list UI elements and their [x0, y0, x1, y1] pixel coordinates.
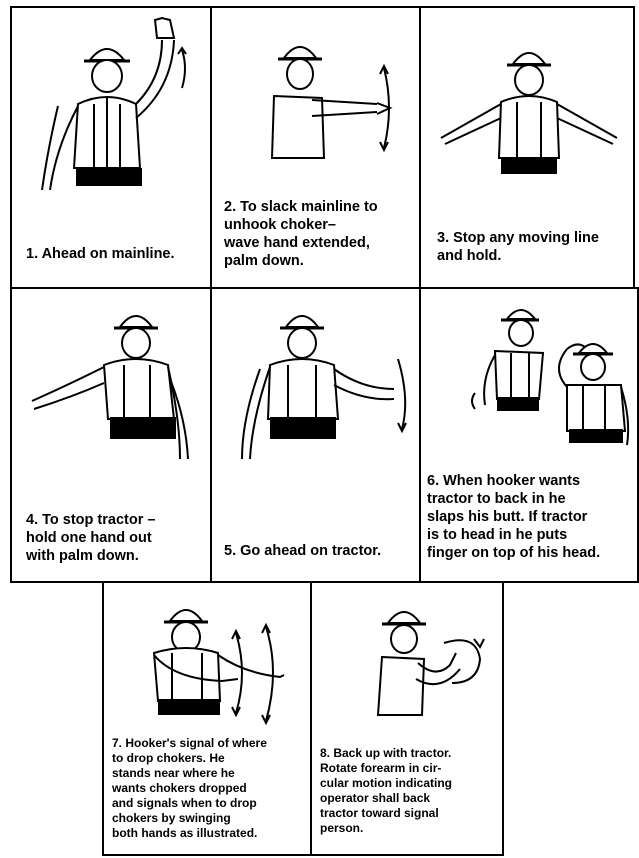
worker-figure-stop-tractor [12, 289, 210, 479]
signal-caption-2: 2. To slack mainline to unhook choker– w… [224, 198, 378, 270]
signal-caption-6: 6. When hooker wants tractor to back in … [427, 472, 600, 562]
signal-panel-5: 5. Go ahead on tractor. [210, 287, 421, 583]
worker-figure-back-up-tractor [312, 583, 502, 743]
worker-figure-ahead-mainline [12, 8, 210, 208]
signal-panel-2: 2. To slack mainline to unhook choker– w… [210, 6, 421, 289]
signal-caption-3: 3. Stop any moving line and hold. [437, 229, 599, 265]
worker-figure-go-ahead-tractor [212, 289, 419, 489]
signal-caption-7: 7. Hooker's signal of where to drop chok… [112, 736, 267, 841]
signal-caption-5: 5. Go ahead on tractor. [224, 542, 381, 560]
worker-figure-drop-chokers [104, 583, 310, 733]
signal-caption-8: 8. Back up with tractor. Rotate forearm … [320, 746, 452, 836]
worker-figures-back-head-tractor [421, 289, 637, 464]
signal-panel-6: 6. When hooker wants tractor to back in … [419, 287, 639, 583]
worker-figure-stop-line [421, 8, 633, 188]
signal-panel-3: 3. Stop any moving line and hold. [419, 6, 635, 289]
signal-caption-4: 4. To stop tractor – hold one hand out w… [26, 511, 155, 565]
worker-figure-slack-mainline [212, 8, 419, 188]
signal-panel-1: 1. Ahead on mainline. [10, 6, 212, 289]
signal-panel-7: 7. Hooker's signal of where to drop chok… [102, 581, 312, 856]
signal-panel-4: 4. To stop tractor – hold one hand out w… [10, 287, 212, 583]
signal-panel-8: 8. Back up with tractor. Rotate forearm … [310, 581, 504, 856]
signal-caption-1: 1. Ahead on mainline. [26, 245, 175, 263]
